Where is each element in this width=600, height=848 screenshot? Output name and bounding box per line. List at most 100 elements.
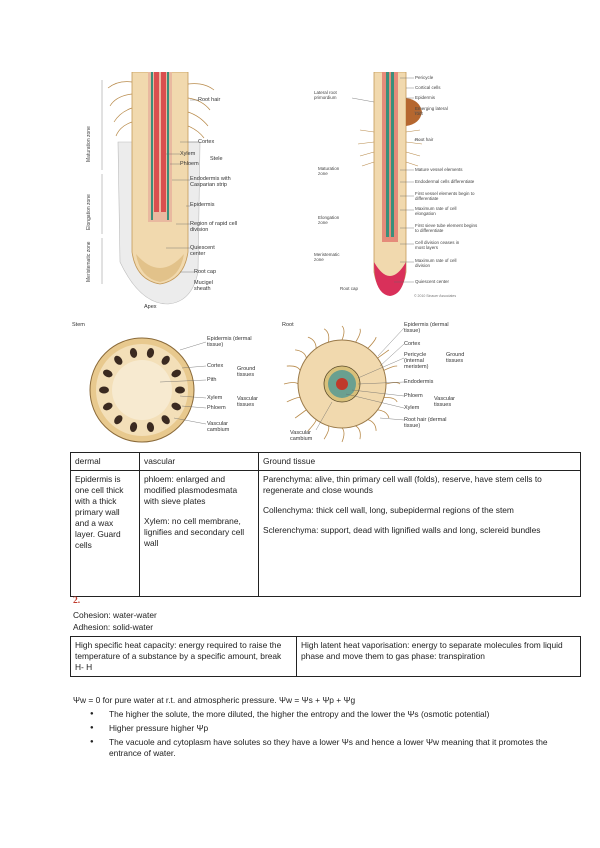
stem-label-cortex: Cortex: [207, 363, 224, 369]
vascular-bundle: [103, 369, 113, 378]
label-epidermis: Epidermis: [190, 202, 215, 208]
figure-root-cross-section: Root Epidermis (dermal tissue) Cortex Pe…: [280, 320, 580, 445]
figure-root-tip-zones: Pericycle Cortical cells Epidermis Emerg…: [310, 71, 520, 302]
header-dermal: dermal: [70, 452, 140, 471]
label-root-hair: Root hair: [198, 97, 221, 103]
label-endodermis: Endodermis with Casparian strip: [190, 176, 231, 188]
label-phloem: Phloem: [180, 161, 199, 167]
label-apex: Apex: [144, 304, 157, 310]
tissue-table-header: dermal vascular Ground tissue: [70, 452, 581, 471]
root-hair: [294, 409, 307, 419]
root-illustration: [283, 325, 405, 443]
zone-meristematic-r: Meristematic zone: [314, 252, 340, 262]
label-root-cap-r: Root cap: [340, 286, 359, 291]
vascular-bundle: [146, 348, 155, 358]
root-hair: [377, 349, 390, 359]
bullet-list: The higher the solute, the more diluted,…: [73, 709, 573, 762]
vascular-bundle: [103, 402, 113, 411]
label-rapid-division: Region of rapid cell division: [190, 221, 238, 233]
root-hair: [355, 425, 361, 440]
figure-credit: © 2010 Sinauer Associates: [414, 294, 457, 298]
stem-label-pith: Pith: [207, 377, 217, 383]
root-hair: [286, 397, 301, 403]
figure-root-tip-longitudinal: Root hair Cortex Xylem Phloem Stele Endo…: [80, 71, 270, 312]
figure-stem-cross-section: Stem Epidermis (dermal tissue) Cortex Pi…: [70, 320, 280, 445]
tissue-table-row: Epidermis is one cell thick with a thick…: [70, 470, 581, 597]
label-quiescent-center: Quiescent center: [190, 245, 215, 257]
list-item: The vacuole and cytoplasm have solutes s…: [73, 737, 573, 759]
label-root-hair-r: Root hair: [415, 137, 434, 142]
adhesion-text: Adhesion: solid-water: [73, 622, 154, 632]
root-title: Root: [282, 322, 294, 328]
vascular-bundle: [114, 355, 123, 365]
label-lateral-primordium: Lateral root primordium: [314, 90, 337, 100]
vascular-bundle: [171, 402, 181, 411]
root-hair: [341, 427, 345, 443]
vascular-bundle: [129, 422, 138, 432]
root-label-endodermis: Endodermis: [404, 379, 434, 385]
vascular-bundle: [161, 355, 170, 365]
root-hair: [283, 382, 299, 385]
cell-sclerenchyma: Sclerenchyma: support, dead with lignifi…: [263, 525, 541, 535]
label-mucigel-sheath: Mucigel sheath: [194, 280, 213, 292]
zone-elongation: Elongation zone: [86, 194, 92, 230]
label-stele: Stele: [210, 156, 223, 162]
cohesion-text: Cohesion: water-water: [73, 610, 157, 620]
header-vascular: vascular: [139, 452, 259, 471]
zone-maturation: Maturation zone: [86, 126, 92, 162]
vascular-bundle: [129, 348, 138, 358]
stem-label-ground: Ground tissues: [237, 366, 256, 378]
zone-maturation-r: Maturation zone: [318, 166, 340, 176]
vascular-bundle: [146, 422, 155, 432]
label-cortex: Cortex: [198, 139, 215, 145]
root-hair: [367, 419, 377, 431]
cell-ground: Parenchyma: alive, thin primary cell wal…: [258, 470, 581, 597]
root-hair: [341, 325, 345, 341]
zone-elongation-r: Elongation zone: [318, 215, 340, 225]
tissue-table: dermal vascular Ground tissue Epidermis …: [70, 452, 581, 597]
heat-table: High specific heat capacity: energy requ…: [70, 636, 581, 677]
label-cortical-cells: Cortical cells: [415, 85, 441, 90]
label-epidermis-r: Epidermis: [415, 95, 436, 100]
root-hair: [383, 365, 398, 371]
label-mature-vessel: Mature vessel elements: [415, 167, 463, 172]
list-item: Higher pressure higher Ψp: [73, 723, 573, 734]
root-hair: [307, 336, 317, 349]
vascular-bundle: [99, 386, 109, 394]
cell-phloem: phloem: enlarged and modified plasmodesm…: [144, 474, 238, 506]
cell-vascular: phloem: enlarged and modified plasmodesm…: [139, 470, 259, 597]
stem-label-phloem: Phloem: [207, 405, 226, 411]
label-quiescent-r: Quiescent center: [415, 279, 450, 284]
section-number: 2.: [73, 596, 81, 606]
root-label-vascular: Vascular tissues: [434, 396, 455, 408]
root-label-cambium: Vascular cambium: [290, 430, 313, 442]
label-division-ceases: Cell division ceases in most layers: [415, 240, 460, 250]
cell-parenchyma: Parenchyma: alive, thin primary cell wal…: [263, 474, 542, 495]
list-item: The higher the solute, the more diluted,…: [73, 709, 573, 720]
root-label-pericycle: Pericycle (internal meristem): [404, 352, 429, 370]
zone-meristematic: Meristematic zone: [86, 241, 92, 282]
stem-title: Stem: [72, 322, 85, 328]
stem-label-cambium: Vascular cambium: [207, 421, 230, 433]
cell-dermal: Epidermis is one cell thick with a thick…: [70, 470, 140, 597]
stem-label-epidermis: Epidermis (dermal tissue): [207, 336, 252, 348]
cell-specific-heat: High specific heat capacity: energy requ…: [70, 636, 297, 677]
root-hair: [323, 425, 330, 440]
root-hair: [383, 397, 398, 403]
root-label-xylem: Xylem: [404, 405, 420, 411]
root-hair: [377, 409, 390, 419]
root-label-ground: Ground tissues: [446, 352, 465, 364]
heat-table-row: High specific heat capacity: energy requ…: [70, 636, 581, 677]
cell-xylem: Xylem: no cell membrane, lignifies and s…: [144, 516, 245, 548]
vascular-bundle: [114, 415, 123, 425]
cell-collenchyma: Collenchyma: thick cell wall, long, sube…: [263, 505, 514, 515]
root-hair: [295, 349, 307, 359]
stem-label-vascular: Vascular tissues: [237, 396, 258, 408]
label-root-cap: Root cap: [194, 269, 217, 275]
root-hair: [355, 328, 361, 343]
label-pericycle: Pericycle: [415, 75, 434, 80]
cell-latent-heat: High latent heat vaporisation: energy to…: [296, 636, 581, 677]
root-label-epidermis: Epidermis (dermal tissue): [404, 322, 449, 334]
stem-label-xylem: Xylem: [207, 395, 223, 401]
root-label-root-hair: Root hair (dermal tissue): [404, 417, 447, 429]
